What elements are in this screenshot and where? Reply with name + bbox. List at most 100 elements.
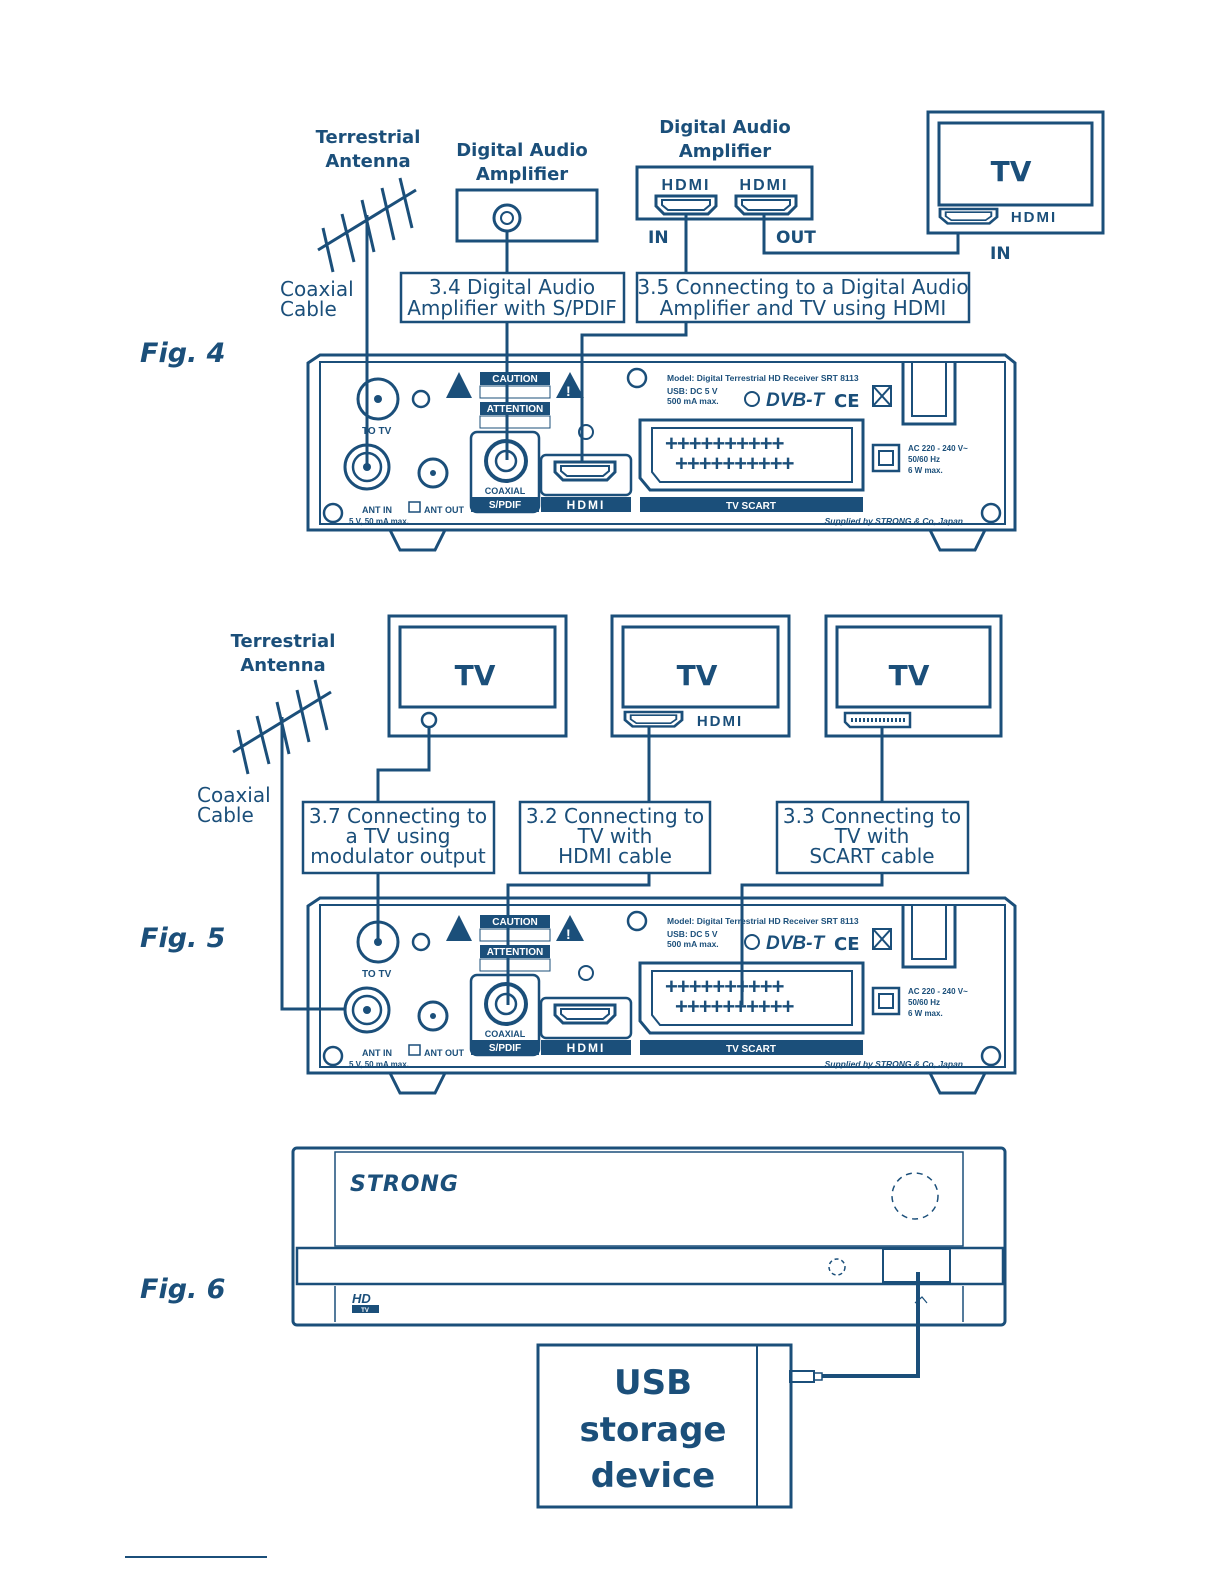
fig5-box3-line3: SCART cable	[809, 844, 934, 868]
fig5-section-box-3-2	[518, 800, 712, 875]
fig4-power-3: 6 W max.	[908, 466, 943, 475]
fig4-amp2-label-2: Amplifier	[679, 141, 771, 162]
fig4-dvb-logo: DVB-T	[766, 390, 825, 411]
fig5-usb-spec-1: USB: DC 5 V	[667, 929, 718, 939]
fig5-model-label: Model: Digital Terrestrial HD Receiver S…	[667, 916, 859, 926]
fig5-receiver-rear-panel: TO TV ANT IN ANT OUT 5 V, 50 mA max. ! C…	[306, 896, 1017, 1095]
fig4-box1-line2: Amplifier with S/PDIF	[407, 296, 617, 320]
fig5-ant-power-label: 5 V, 50 mA max.	[349, 1060, 409, 1069]
fig5-tv3-frame	[824, 614, 1003, 738]
fig5-supplied-label: Supplied by STRONG & Co, Japan	[825, 1059, 963, 1069]
fig4-usb-spec-1: USB: DC 5 V	[667, 386, 718, 396]
fig4-section-box-3-5	[635, 271, 971, 324]
svg-text:++++++++++: ++++++++++	[675, 451, 794, 476]
fig4-tv-frame	[926, 110, 1105, 235]
fig5-section-box-3-3	[775, 800, 970, 875]
fig5-to-tv-label: TO TV	[362, 969, 392, 980]
fig4-amp2-box	[635, 165, 814, 221]
svg-text:!: !	[566, 383, 571, 399]
fig4-amp1-box	[455, 188, 599, 243]
fig4-antenna-label-1: Terrestrial	[316, 127, 421, 148]
fig5-tv1-label: TV	[455, 659, 496, 692]
fig6-usb-cable	[822, 1272, 920, 1378]
fig4-amp1-label-1: Digital Audio	[456, 140, 588, 161]
fig4-hdmi-port-icon	[553, 460, 617, 482]
fig5-box1-line1: 3.7 Connecting to	[309, 804, 487, 828]
fig5-coaxial-label: COAXIAL	[485, 1029, 526, 1039]
fig4-to-tv-label: TO TV	[362, 426, 392, 437]
fig4-supplied-label: Supplied by STRONG & Co, Japan	[825, 516, 963, 526]
fig4-amp2-hdmi-logo-1: HDMI	[662, 177, 711, 194]
fig5-box1-line2: a TV using	[346, 824, 451, 848]
fig5-tv2-label: TV	[677, 659, 718, 692]
fig5-power-2: 50/60 Hz	[908, 998, 940, 1007]
fig5-tv1-frame	[387, 614, 568, 738]
fig4-tv-label: TV	[991, 155, 1032, 188]
fig5-dvb-logo: DVB-T	[766, 933, 825, 954]
fig5-attention-label: ATTENTION	[487, 947, 543, 958]
fig5-box2-line1: 3.2 Connecting to	[526, 804, 704, 828]
fig4-amp2-port-out: OUT	[776, 228, 816, 248]
fig5-ant-in-label: ANT IN	[362, 1048, 392, 1058]
fig4-tv-screen	[937, 121, 1094, 207]
fig5-caution-label: CAUTION	[492, 917, 538, 928]
fig4-box2-line1: 3.5 Connecting to a Digital Audio	[637, 275, 968, 299]
fig5-cable-label-1: Coaxial	[197, 783, 271, 807]
fig4-cable-label-1: Coaxial	[280, 277, 354, 301]
fig5-tv2-frame	[610, 614, 791, 738]
fig5-ant-in-jack-icon	[343, 986, 391, 1034]
fig5-tv3-scart-port-icon	[843, 711, 912, 729]
fig5-label: Fig. 5	[140, 923, 225, 954]
fig4-ce-mark: CE	[834, 391, 860, 412]
fig4-caution-label: CAUTION	[492, 374, 538, 385]
fig6-usb-line3: device	[591, 1456, 715, 1496]
fig5-cable-label-2: Cable	[197, 803, 254, 827]
fig6-brand-logo: STRONG	[350, 1172, 459, 1197]
fig4-box1-line1: 3.4 Digital Audio	[429, 275, 595, 299]
fig4-panel-hdmi-label: HDMI	[567, 498, 606, 512]
fig5-tv2-hdmi-logo: HDMI	[697, 713, 743, 730]
fig5-coax-cable	[280, 717, 345, 1011]
fig4-amp1-jack-icon	[492, 203, 522, 233]
figure-4: Fig. 4 Terrestrial Antenna Coaxial Cable…	[140, 110, 1105, 552]
fig5-usb-spec-2: 500 mA max.	[667, 939, 719, 949]
fig4-power-2: 50/60 Hz	[908, 455, 940, 464]
fig5-tv2-hdmi-port-icon	[623, 710, 684, 728]
fig5-panel-hdmi-label: HDMI	[567, 1041, 606, 1055]
fig6-usb-line2: storage	[580, 1410, 727, 1450]
fig4-usb-spec-2: 500 mA max.	[667, 396, 719, 406]
fig4-tv-hdmi-port-icon	[938, 207, 999, 225]
fig4-label: Fig. 4	[140, 338, 225, 369]
fig6-usb-storage-device: USB storage device	[536, 1343, 793, 1509]
fig6-ir-sensor-icon	[891, 1172, 939, 1220]
fig4-model-label: Model: Digital Terrestrial HD Receiver S…	[667, 373, 859, 383]
fig6-hd-badge: HD	[352, 1291, 371, 1306]
fig5-box3-line1: 3.3 Connecting to	[783, 804, 961, 828]
fig4-receiver-rear-panel: TO TV ANT IN ANT OUT 5 V, 50 mA max. ! C…	[306, 353, 1017, 552]
fig5-box3-line2: TV with	[834, 824, 910, 848]
fig4-attention-label: ATTENTION	[487, 404, 543, 415]
fig5-ce-mark: CE	[834, 934, 860, 955]
fig4-coaxial-label: COAXIAL	[485, 486, 526, 496]
svg-text:++++++++++: ++++++++++	[675, 994, 794, 1019]
fig4-tv-port-in: IN	[990, 244, 1011, 264]
fig4-section-box-3-4	[399, 271, 626, 324]
fig4-amp2-hdmi-logo-2: HDMI	[740, 177, 789, 194]
fig5-tv3-label: TV	[889, 659, 930, 692]
fig4-amp2-label-1: Digital Audio	[659, 117, 791, 138]
fig4-ant-power-label: 5 V, 50 mA max.	[349, 517, 409, 526]
fig4-tv-hdmi-logo: HDMI	[1011, 209, 1057, 226]
fig5-spdif-label: S/PDIF	[489, 1043, 521, 1054]
fig5-box2-line2: TV with	[577, 824, 653, 848]
fig4-hdmi-cable-amp	[580, 214, 688, 462]
fig5-tv1-rf-port-icon	[420, 711, 438, 729]
fig6-usb-line1: USB	[614, 1363, 692, 1403]
fig4-tv-scart-label: TV SCART	[726, 501, 776, 512]
fig5-power-1: AC 220 - 240 V~	[908, 987, 968, 996]
fig5-box1-line3: modulator output	[310, 844, 486, 868]
fig4-power-1: AC 220 - 240 V~	[908, 444, 968, 453]
fig5-power-3: 6 W max.	[908, 1009, 943, 1018]
fig5-antenna-label-2: Antenna	[240, 655, 325, 676]
fig4-ant-out-label: ANT OUT	[424, 505, 464, 515]
